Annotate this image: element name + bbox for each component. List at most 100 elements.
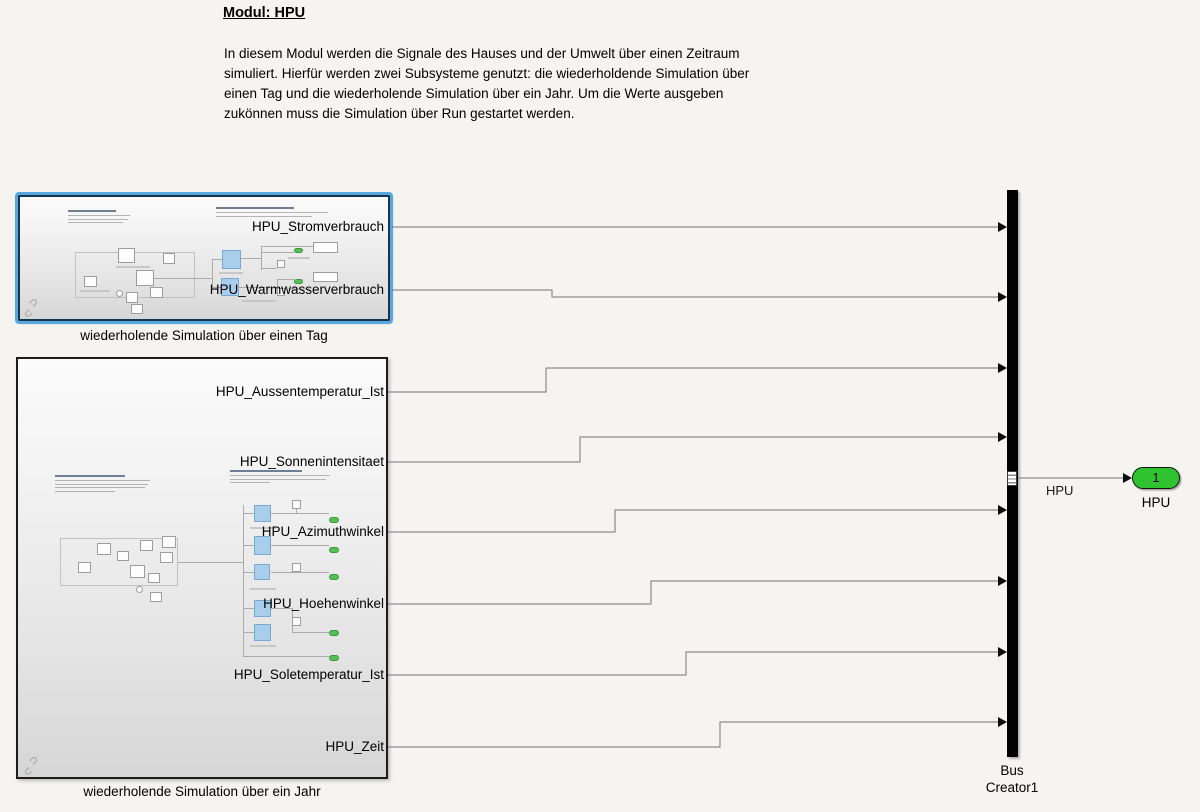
preview-wire — [239, 287, 277, 288]
preview-caption — [288, 257, 310, 259]
wire-hpu-zeit[interactable] — [388, 721, 998, 748]
bus-creator-caption: Bus Creator1 — [947, 762, 1077, 796]
preview-caption — [242, 300, 276, 302]
preview-lookup-block — [254, 624, 271, 641]
description-line: einen Tag und die wiederholende Simulati… — [224, 86, 724, 101]
preview-wire-loop — [60, 538, 178, 586]
wire-hpu-warmwasserverbrauch[interactable] — [392, 289, 998, 298]
preview-lookup-block — [254, 505, 271, 522]
broken-link-icon — [24, 299, 38, 317]
preview-wire — [271, 545, 329, 546]
port-label-aussentemperatur: HPU_Aussentemperatur_Ist — [215, 384, 384, 399]
preview-block — [97, 543, 111, 555]
arrowhead — [998, 576, 1007, 586]
preview-wire — [241, 258, 261, 259]
preview-wire — [212, 259, 222, 260]
preview-wire — [243, 572, 254, 573]
preview-wire — [271, 513, 329, 514]
arrowhead — [998, 292, 1007, 302]
preview-caption — [250, 527, 276, 529]
arrowhead — [998, 647, 1007, 657]
preview-block — [118, 248, 135, 263]
preview-block — [140, 540, 153, 551]
preview-caption — [80, 290, 110, 292]
preview-outport — [329, 517, 339, 523]
description-line: zukönnen muss die Simulation über Run ge… — [224, 106, 575, 121]
port-label-azimuthwinkel: HPU_Azimuthwinkel — [261, 524, 384, 539]
preview-wire — [261, 268, 277, 269]
preview-block — [148, 573, 160, 583]
preview-wire — [212, 259, 213, 287]
preview-wire — [154, 278, 212, 279]
arrowhead — [998, 505, 1007, 515]
port-label-hoehenwinkel: HPU_Hoehenwinkel — [263, 596, 384, 611]
preview-wire — [243, 608, 254, 609]
outport-number: 1 — [1152, 470, 1160, 485]
outport-caption: HPU — [1141, 495, 1171, 510]
subsystem-year-caption: wiederholende Simulation über ein Jahr — [83, 784, 321, 799]
preview-wire — [296, 505, 297, 513]
page-title: Modul: HPU — [223, 5, 306, 21]
port-label-stromverbrauch: HPU_Stromverbrauch — [251, 219, 384, 234]
preview-wire — [277, 279, 278, 287]
preview-wire — [277, 279, 294, 280]
port-label-warmwasserverbrauch: HPU_Warmwasserverbrauch — [209, 282, 384, 297]
arrowhead — [998, 222, 1007, 232]
preview-block — [162, 536, 176, 548]
port-label-zeit: HPU_Zeit — [325, 739, 384, 754]
preview-workspace-block — [313, 272, 338, 282]
preview-block — [84, 276, 97, 287]
preview-block — [130, 565, 145, 578]
subsystem-year-block[interactable] — [16, 357, 388, 779]
preview-block — [117, 551, 129, 561]
preview-wire — [243, 505, 244, 657]
module-description: In diesem Modul werden die Signale des H… — [224, 44, 749, 124]
outport-block[interactable]: 1 — [1132, 467, 1180, 489]
arrowhead — [998, 432, 1007, 442]
preview-block — [136, 270, 154, 286]
preview-block — [150, 592, 162, 602]
wire-hpu-soletemperatur-ist[interactable] — [388, 651, 998, 676]
preview-block — [150, 287, 163, 298]
bus-creator-output-port — [1007, 471, 1017, 486]
wire-hpu-aussentemperatur-ist[interactable] — [388, 367, 998, 393]
preview-wire — [212, 287, 221, 288]
preview-lookup-block — [254, 536, 271, 555]
preview-caption — [250, 588, 276, 590]
preview-scope-block — [277, 260, 285, 268]
port-label-soletemperatur: HPU_Soletemperatur_Ist — [233, 667, 384, 682]
port-label-sonnenintensitaet: HPU_Sonnenintensitaet — [239, 454, 384, 469]
preview-scope-block — [292, 563, 301, 572]
preview-wire — [271, 608, 292, 609]
preview-wire — [292, 632, 329, 633]
preview-scope-block — [277, 288, 285, 296]
preview-block — [78, 562, 91, 573]
preview-wire — [243, 513, 254, 514]
bus-caption-line: Creator1 — [985, 780, 1039, 795]
wire-hpu-hoehenwinkel[interactable] — [388, 580, 998, 605]
preview-block — [160, 552, 173, 563]
preview-junction — [116, 290, 123, 297]
description-line: In diesem Modul werden die Signale des H… — [224, 46, 740, 61]
preview-workspace-block — [313, 242, 338, 253]
preview-annotation — [55, 475, 150, 494]
preview-outport — [329, 655, 339, 661]
preview-wire — [271, 572, 329, 573]
preview-annotation — [230, 470, 330, 486]
preview-lookup-block — [254, 564, 270, 580]
preview-wire — [243, 632, 254, 633]
wire-hpu-azimuthwinkel[interactable] — [388, 509, 998, 533]
wire-hpu-sonnenintensitaet[interactable] — [388, 436, 998, 463]
preview-annotation — [68, 210, 130, 226]
preview-scope-block — [292, 500, 301, 509]
preview-outport — [294, 248, 303, 253]
broken-link-icon — [24, 757, 38, 775]
preview-caption — [219, 272, 243, 274]
preview-lookup-block — [221, 278, 239, 296]
preview-outport — [329, 574, 339, 580]
preview-wire — [261, 246, 313, 247]
subsystem-day-block[interactable] — [15, 192, 393, 324]
preview-wire — [178, 562, 243, 563]
bus-caption-line: Bus — [1000, 763, 1024, 778]
